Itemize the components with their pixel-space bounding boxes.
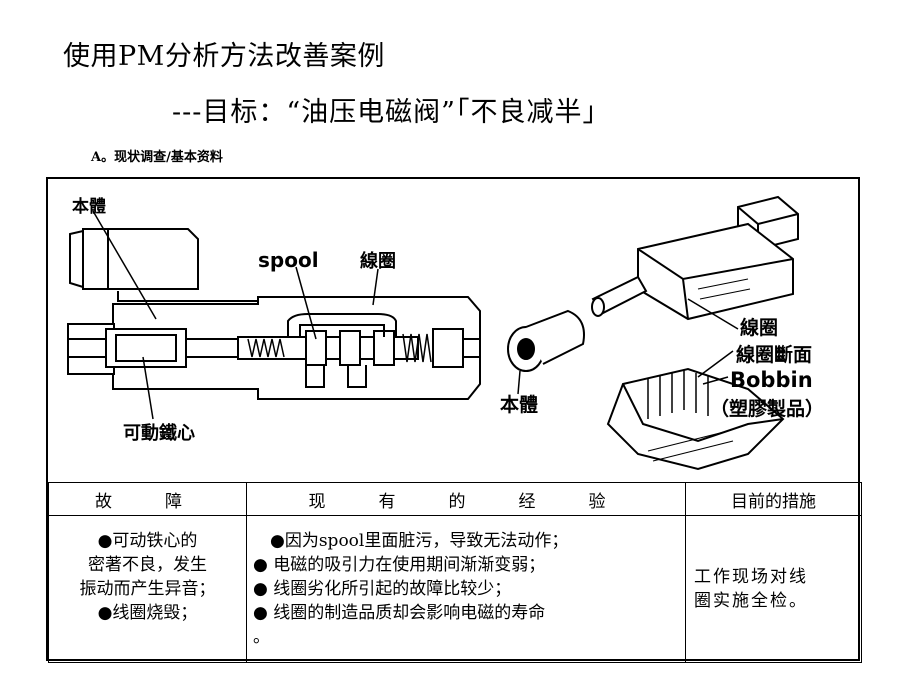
fault-line: 密著不良，发生: [88, 555, 207, 575]
experience-line: ● 线圈的制造品质却会影响电磁的寿命: [253, 603, 546, 623]
measures-line: 工作现场对线: [694, 567, 808, 587]
label-coil-section: 線圈斷面: [736, 343, 812, 366]
header-fault: 故 障: [48, 482, 247, 516]
table-row: ●可动铁心的 密著不良，发生 振动而产生异音； ●线圈烧毁； ●因为spool里…: [48, 515, 862, 663]
page-subtitle: ---目标：“油压电磁阀”「不良减半」: [172, 97, 611, 128]
header-measures: 目前的措施: [685, 482, 862, 516]
experience-line: 。: [253, 627, 270, 647]
measures-cell: 工作现场对线 圈实施全检。: [685, 515, 862, 663]
label-bobbin: Bobbin: [730, 368, 813, 392]
section-heading: A。现状调查/基本资料: [91, 150, 223, 165]
fault-line: ●可动铁心的: [97, 531, 198, 551]
measures-line: 圈实施全检。: [694, 591, 808, 611]
label-coil-right: 線圈: [740, 316, 778, 339]
experience-line: ● 电磁的吸引力在使用期间渐渐变弱；: [253, 555, 546, 575]
label-moving-core: 可動鐵心: [123, 422, 195, 444]
fault-line: 振动而产生异音；: [79, 579, 216, 599]
valve-exploded-view: [507, 195, 799, 471]
label-spool: spool: [258, 248, 319, 272]
experience-line: ●因为spool里面脏污，导致无法动作；: [253, 531, 569, 551]
solenoid-valve-figure: 本體 spool 線圈 可動鐵心: [67, 195, 824, 471]
fault-cell: ●可动铁心的 密著不良，发生 振动而产生异音； ●线圈烧毁；: [48, 515, 247, 663]
label-body-right: 本體: [500, 393, 538, 416]
label-body-left: 本體: [72, 196, 106, 217]
fault-line: ●线圈烧毁；: [97, 603, 198, 623]
experience-cell: ●因为spool里面脏污，导致无法动作； ● 电磁的吸引力在使用期间渐渐变弱； …: [246, 515, 686, 663]
table-header-row: 故 障 现 有 的 经 验 目前的措施: [48, 482, 862, 516]
header-experience: 现 有 的 经 验: [246, 482, 686, 516]
fault-table: 故 障 现 有 的 经 验 目前的措施 ●可动铁心的 密著不良，发生 振动而产生…: [48, 482, 862, 663]
label-coil-left: 線圈: [360, 250, 396, 272]
page-title: 使用PM分析方法改善案例: [63, 41, 385, 72]
content-frame: 本體 spool 線圈 可動鐵心: [46, 177, 862, 663]
label-bobbin-note: （塑膠製品）: [710, 397, 824, 420]
experience-line: ● 线圈劣化所引起的故障比较少；: [253, 579, 512, 599]
valve-cross-section-diagram: [67, 210, 481, 420]
